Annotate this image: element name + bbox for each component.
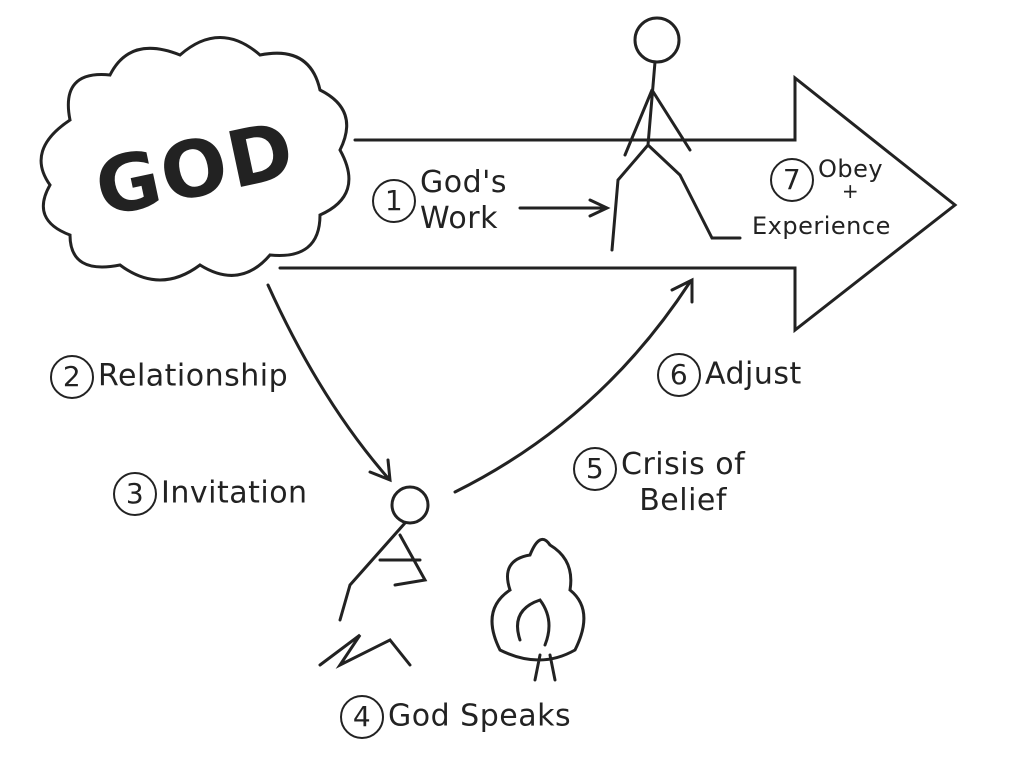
arrow-up [453, 277, 694, 494]
kneeling-figure [318, 485, 430, 669]
step-label: Work [420, 201, 498, 236]
plus-sign: + [841, 179, 860, 203]
step-label: Invitation [161, 475, 308, 511]
step-number: 1 [372, 179, 416, 223]
step-label: God's [420, 165, 508, 200]
step-label: Crisis of [621, 447, 746, 482]
big-arrow [278, 74, 958, 334]
step-label: God Speaks [388, 698, 572, 734]
step-label: Experience [752, 212, 891, 240]
walking-figure [610, 16, 742, 252]
arrow-work [518, 198, 611, 218]
step-number: 6 [657, 353, 701, 397]
step-number: 2 [50, 355, 94, 399]
burning-bush [490, 537, 586, 682]
step-label: Adjust [705, 356, 802, 392]
step-label: Belief [639, 483, 727, 518]
arrow-down [266, 283, 392, 483]
cloud [39, 36, 351, 282]
step-label: Relationship [98, 358, 289, 394]
step-number: 4 [340, 695, 384, 739]
step-number: 3 [113, 472, 157, 516]
step-number: 7 [770, 158, 814, 202]
step-7-text: Obey+ [818, 155, 884, 203]
step-label: Obey [818, 155, 884, 183]
step-number: 5 [573, 447, 617, 491]
